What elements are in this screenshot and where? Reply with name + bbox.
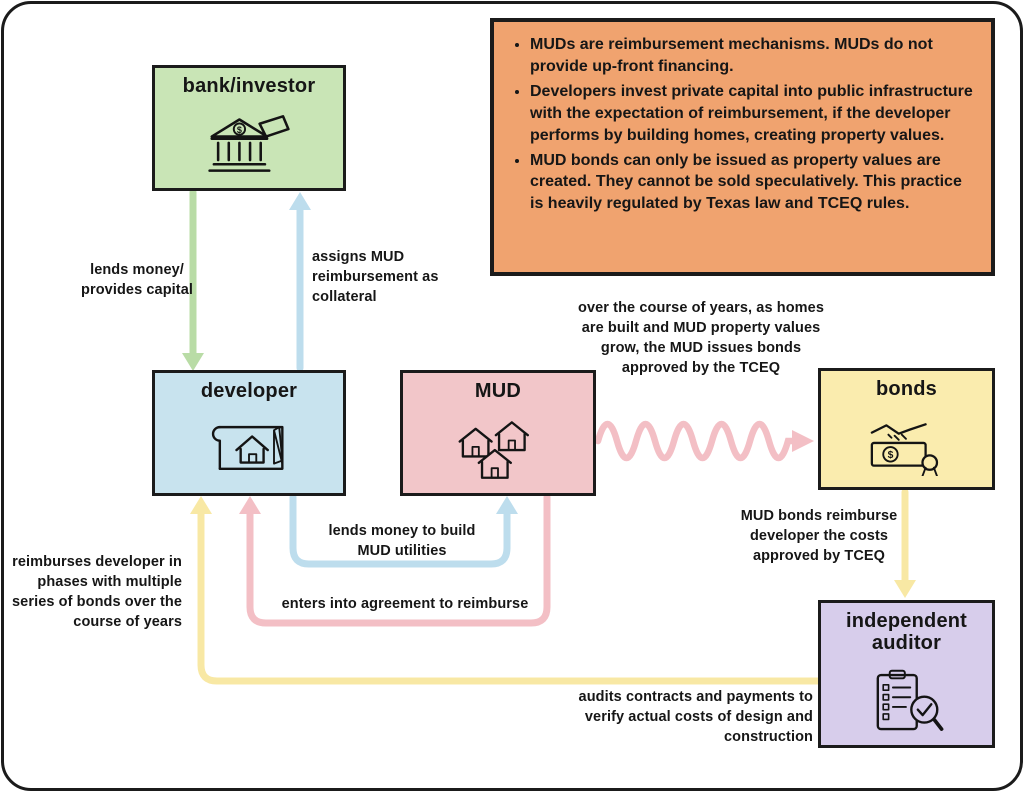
bank-building-icon: $ [201, 99, 297, 188]
bank-investor-label: bank/investor [182, 75, 316, 97]
mud-label: MUD [474, 380, 522, 402]
checklist-magnifier-icon [867, 657, 947, 745]
edge-label-lends-build: lends money to build MUD utilities [328, 523, 476, 559]
info-bullet: MUD bonds can only be issued as property… [530, 150, 975, 216]
arrow-issues-bonds [594, 420, 814, 462]
independent-auditor-label: independent auditor [845, 610, 968, 655]
node-bonds: bonds $ [818, 368, 995, 490]
edge-label-issues-bonds: over the course of years, as homes are b… [578, 300, 824, 376]
info-bullet: MUDs are reimbursement mechanisms. MUDs … [530, 34, 975, 78]
houses-icon [453, 404, 543, 493]
arrow-reimburse-costs [894, 488, 916, 598]
edge-label-reimburse-costs: MUD bonds reimburse developer the costs … [740, 508, 898, 564]
node-bank-investor: bank/investor $ [152, 65, 346, 191]
banknote-handshake-icon: $ [863, 402, 951, 487]
node-mud: MUD [400, 370, 596, 496]
edge-label-lends-money: lends money/ provides capital [81, 262, 193, 298]
info-bullet-list: MUDs are reimbursement mechanisms. MUDs … [506, 34, 975, 215]
svg-text:$: $ [887, 450, 893, 461]
svg-text:$: $ [237, 125, 242, 135]
arrow-assigns-collateral [289, 192, 311, 372]
edge-label-reimburses-phases: reimburses developer in phases with mult… [12, 554, 182, 630]
arrow-lends-build [289, 493, 518, 568]
developer-label: developer [200, 380, 298, 402]
node-independent-auditor: independent auditor [818, 600, 995, 748]
info-bullet: Developers invest private capital into p… [530, 81, 975, 147]
blueprint-house-icon [199, 404, 299, 493]
info-box: MUDs are reimbursement mechanisms. MUDs … [490, 18, 995, 276]
bonds-label: bonds [876, 378, 937, 400]
arrow-agreement [239, 493, 551, 627]
arrow-lends-money [182, 188, 204, 371]
edge-label-assigns-collateral: assigns MUD reimbursement as collateral [312, 249, 439, 305]
node-developer: developer [152, 370, 346, 496]
edge-label-agreement: enters into agreement to reimburse [281, 596, 529, 612]
edge-label-audits: audits contracts and payments to verify … [578, 689, 813, 745]
arrow-phases [190, 496, 822, 685]
